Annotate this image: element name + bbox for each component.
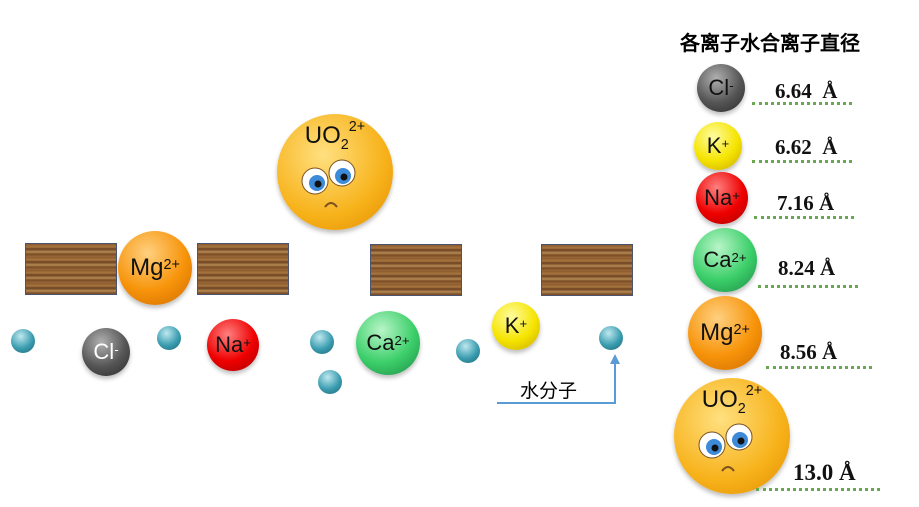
uo2-ion-legend: UO22+ [674, 378, 790, 494]
k-ion-legend: K+ [694, 122, 742, 170]
diameter-unit: Å [822, 135, 838, 159]
underline [752, 102, 852, 105]
water-molecule [11, 329, 35, 353]
na-ion-legend: Na+ [696, 172, 748, 224]
ion-symbol: Na [215, 332, 244, 357]
k-ion: K+ [492, 302, 540, 350]
diameter-value: 7.16 [777, 191, 814, 215]
ion-symbol: K [706, 133, 722, 158]
ion-charge: 2+ [163, 257, 180, 274]
diameter-unit: Å [819, 191, 835, 215]
ion-symbol: UO [304, 122, 341, 149]
water-molecule [456, 339, 480, 363]
ion-symbol: Mg [130, 254, 164, 281]
cl-ion: Cl- [82, 328, 130, 376]
ion-charge: + [243, 334, 251, 350]
diameter-value: 6.62 [775, 135, 812, 159]
diameter-unit: Å [822, 340, 838, 364]
diameter-value: 13.0 [793, 460, 834, 485]
ion-charge: + [732, 187, 740, 203]
water-molecule [310, 330, 334, 354]
ion-symbol: Ca [703, 247, 732, 272]
diameter-value: 6.64 [775, 79, 812, 103]
diameter-unit: Å [839, 460, 856, 485]
ion-charge: 2+ [348, 119, 366, 136]
membrane-block [25, 243, 117, 295]
ion-charge: 2+ [394, 332, 410, 348]
diameter-unit: Å [822, 79, 838, 103]
ion-symbol: Cl [93, 339, 115, 364]
ion-subscript: 2 [340, 136, 349, 153]
ion-charge: 2+ [733, 322, 750, 339]
water-molecule [318, 370, 342, 394]
uo2-ion: UO22+ [277, 114, 393, 230]
diameter-mg: 8.56 Å [780, 340, 837, 365]
ion-symbol: UO [701, 386, 738, 413]
ion-charge: - [114, 341, 119, 357]
cl-ion-legend: Cl- [697, 64, 745, 112]
ion-symbol: Cl [708, 75, 730, 100]
underline [754, 216, 854, 219]
sad-face-icon [698, 423, 753, 472]
sad-face-icon [301, 159, 356, 208]
ion-charge: 2+ [731, 249, 747, 265]
ion-charge: - [729, 77, 734, 93]
ion-charge: 2+ [745, 383, 763, 400]
membrane-block [370, 244, 462, 296]
water-molecule [599, 326, 623, 350]
ion-symbol: K [504, 313, 520, 338]
ion-symbol: Ca [366, 330, 395, 355]
diameter-unit: Å [820, 256, 836, 280]
membrane-block [197, 243, 289, 295]
diameter-na: 7.16 Å [777, 191, 834, 216]
diameter-cl: 6.64 Å [775, 79, 837, 104]
underline [758, 285, 858, 288]
ion-symbol: Mg [700, 319, 734, 346]
water-molecule [157, 326, 181, 350]
underline [766, 366, 872, 369]
arrow-icon [497, 354, 620, 404]
ion-charge: + [519, 315, 528, 331]
ion-formula: UO22+ [701, 383, 763, 417]
membrane-block [541, 244, 633, 296]
diameter-value: 8.24 [778, 256, 815, 280]
panel-title: 各离子水合离子直径 [680, 31, 860, 55]
water-molecule-label: 水分子 [520, 381, 578, 402]
ion-charge: + [721, 135, 730, 151]
underline [756, 488, 880, 491]
ion-subscript: 2 [737, 400, 746, 417]
ion-symbol: Na [704, 185, 733, 210]
ion-formula: UO22+ [304, 119, 366, 153]
diameter-value: 8.56 [780, 340, 817, 364]
underline [752, 160, 852, 163]
diameter-ca: 8.24 Å [778, 256, 835, 281]
na-ion: Na+ [207, 319, 259, 371]
diameter-k: 6.62 Å [775, 135, 837, 160]
diameter-uo2: 13.0 Å [793, 460, 856, 486]
